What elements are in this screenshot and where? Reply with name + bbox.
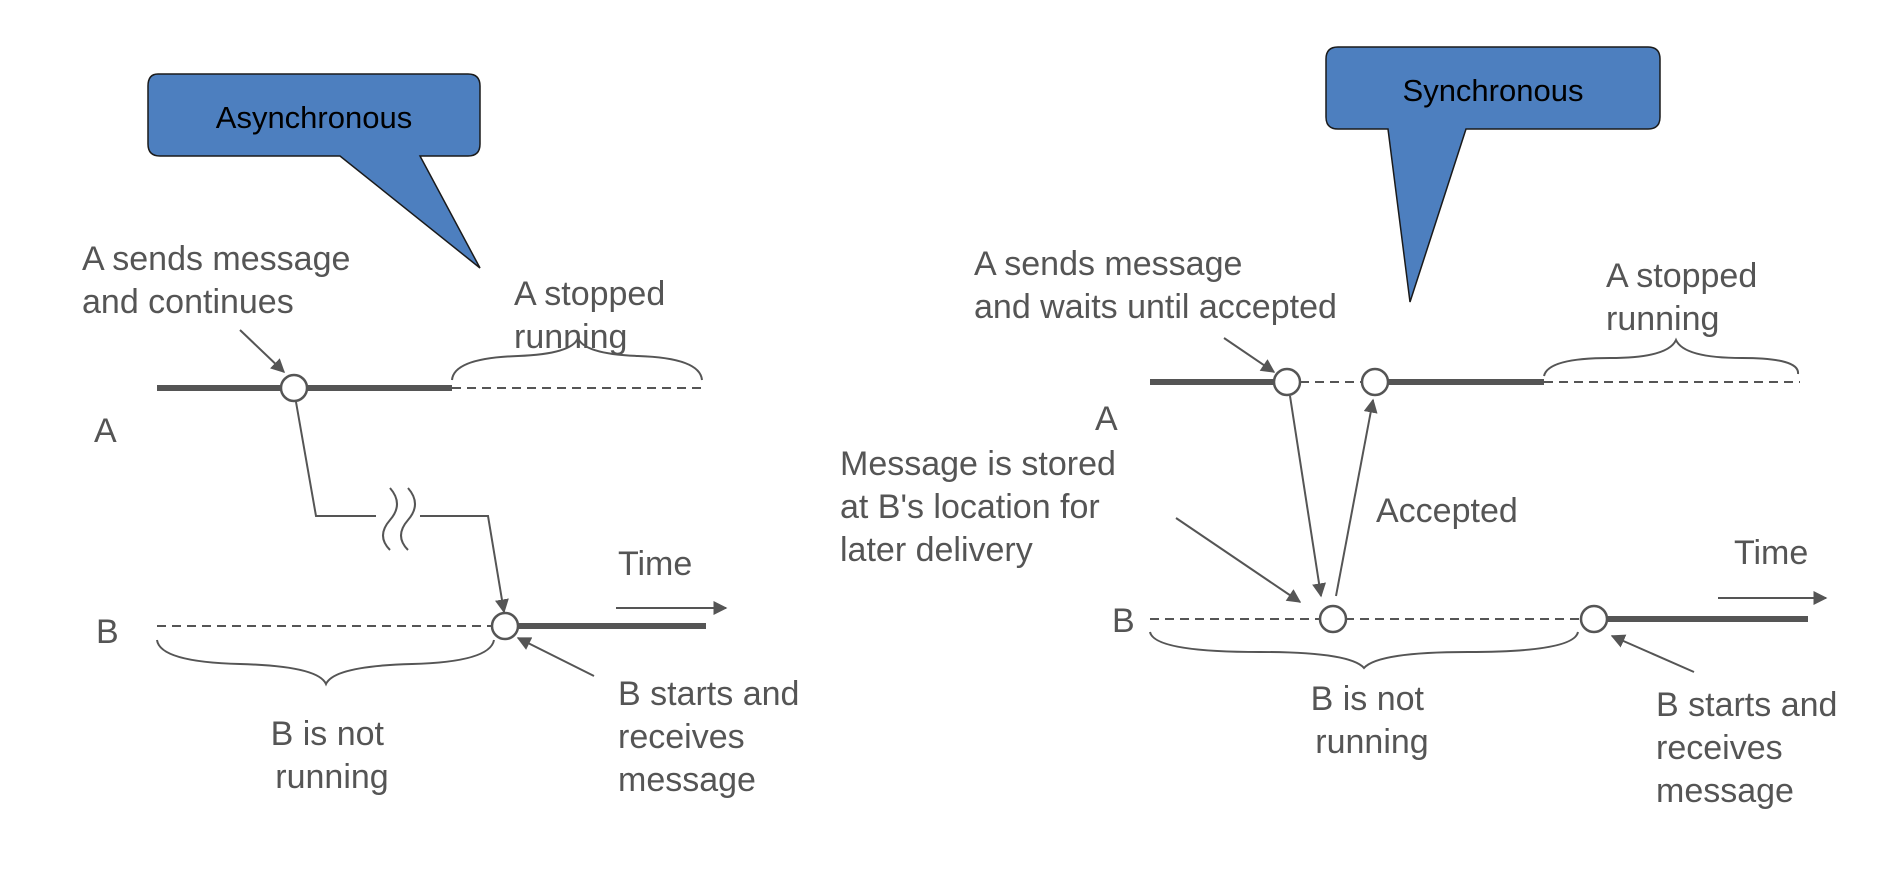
async-callout: Asynchronous	[147, 73, 481, 269]
async-a-stopped-brace	[451, 335, 703, 381]
sync-stored-note: Message is stored at B's location for la…	[840, 445, 1125, 569]
async-b-not-running-brace	[156, 639, 495, 687]
sync-sender-note: A sends message and waits until accepted	[974, 245, 1337, 326]
sync-a-stopped-brace	[1543, 337, 1799, 377]
async-sender-note: A sends message and continues	[82, 240, 360, 321]
sync-time-label: Time	[1734, 534, 1808, 572]
sync-callout-label: Synchronous	[1403, 73, 1584, 108]
async-sender-pointer	[239, 329, 286, 373]
sync-panel: Synchronous A sends message and waits un…	[840, 46, 1847, 810]
sync-receive-node	[1579, 604, 1609, 634]
async-time-label: Time	[618, 545, 692, 583]
async-message-arrow	[420, 515, 509, 614]
sync-stored-pointer	[1175, 517, 1302, 603]
async-callout-label: Asynchronous	[216, 100, 412, 135]
async-b-not-running-label: B is not running	[271, 715, 394, 796]
async-message-path	[295, 401, 376, 517]
sync-sender-pointer	[1223, 337, 1276, 373]
sync-callout: Synchronous	[1325, 46, 1661, 303]
async-b-starts-label: B starts and receives message	[618, 675, 809, 799]
sync-store-node	[1318, 604, 1348, 634]
sync-b-starts-label: B starts and receives message	[1656, 686, 1847, 810]
sync-accepted-label: Accepted	[1376, 492, 1518, 530]
sync-b-not-running-brace	[1149, 631, 1579, 670]
sync-a-stopped-label: A stopped running	[1606, 257, 1767, 338]
async-send-node	[279, 373, 309, 403]
async-receive-node	[490, 611, 520, 641]
sync-send-node	[1272, 367, 1302, 397]
async-a-stopped-label: A stopped running	[514, 275, 675, 356]
sync-label-a: A	[1095, 400, 1118, 438]
sync-label-b: B	[1112, 602, 1135, 640]
async-panel: Asynchronous A sends message and continu…	[82, 73, 809, 799]
sync-message-arrow	[1289, 395, 1326, 598]
sync-callout-shape	[1325, 46, 1661, 303]
async-callout-shape	[147, 73, 481, 269]
async-b-starts-pointer	[516, 637, 595, 677]
async-label-a: A	[94, 412, 117, 450]
sync-b-not-running-label: B is not running	[1311, 680, 1434, 761]
sync-accepted-arrow	[1335, 398, 1378, 597]
sync-b-starts-pointer	[1610, 634, 1695, 673]
async-label-b: B	[96, 613, 119, 651]
sync-accept-node	[1360, 367, 1390, 397]
async-break-mark	[382, 487, 416, 551]
